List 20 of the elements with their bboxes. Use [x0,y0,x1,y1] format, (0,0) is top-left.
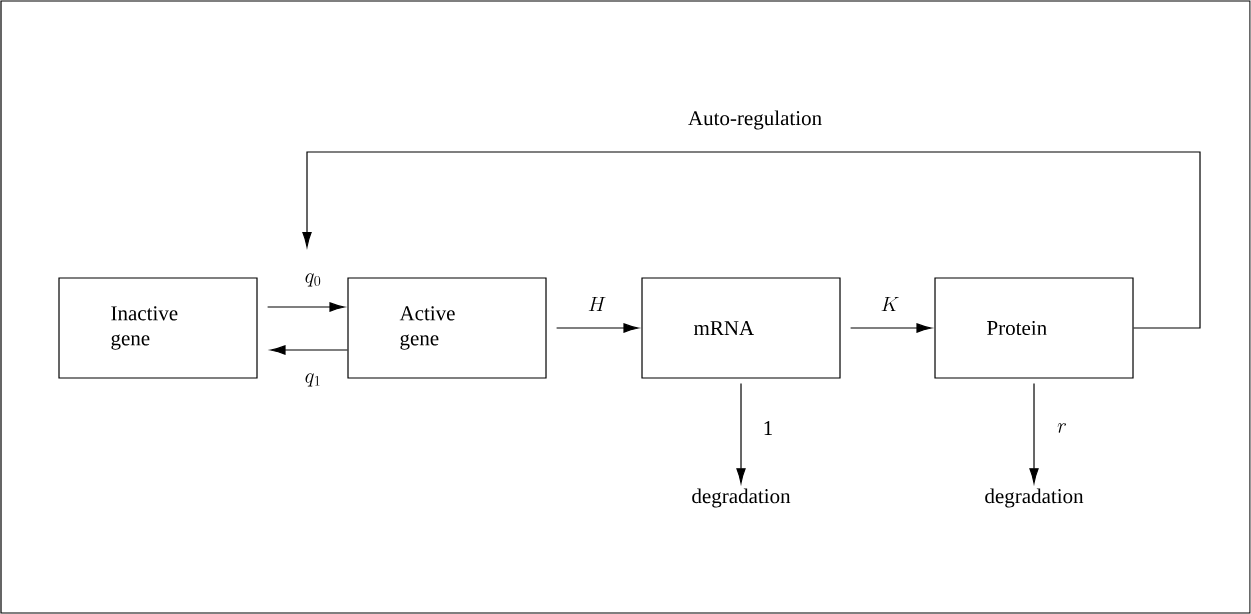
arrow [270,345,348,355]
edge-label: $r$ [1056,422,1068,434]
edge-label: $q_1$ [303,372,323,388]
edge-label: $q_0$ [303,272,323,288]
arrow [267,302,345,312]
arrow [556,323,639,333]
output-label: degradation [692,488,791,508]
process-box: Active gene [347,277,547,379]
arrow [1029,383,1039,484]
edge-label: Auto-regulation [686,109,824,131]
arrow [850,323,932,333]
arrow [302,151,1201,329]
process-box: Protein [934,277,1134,379]
edge-label: $K$ [879,295,901,313]
edge-label: 1 [761,420,775,436]
edge-label: $H$ [586,295,608,313]
output-label: degradation [985,488,1084,508]
arrow [736,383,746,484]
process-box: mRNA [641,277,841,379]
process-box: Inactive gene [58,277,258,379]
